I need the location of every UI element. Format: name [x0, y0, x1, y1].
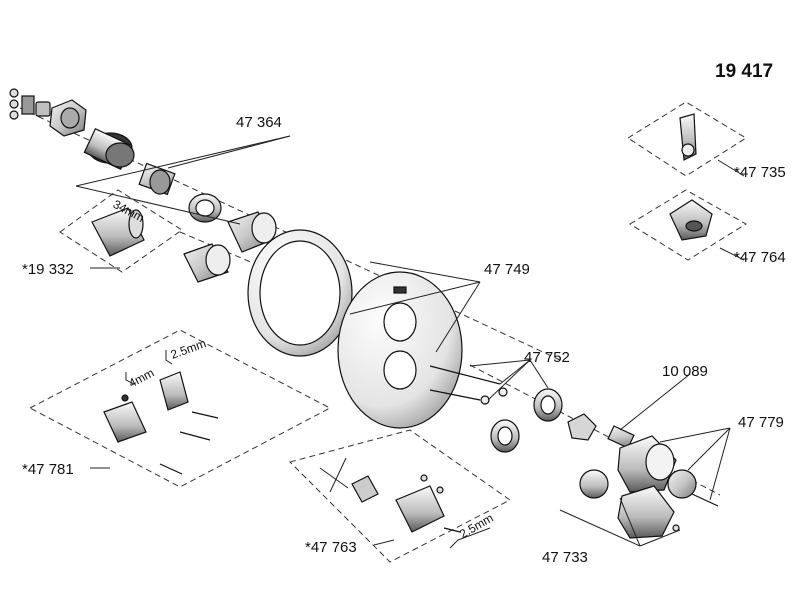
- tool-box-47735: [627, 101, 747, 177]
- sleeve-lower: [183, 243, 231, 283]
- label-47781: *47 781: [22, 461, 74, 478]
- trim-ring-47749: [247, 229, 353, 357]
- cartridge-coupling: [49, 99, 87, 137]
- threaded-cartridge-body: [83, 127, 135, 171]
- thermostatic-element: [138, 162, 176, 196]
- label-47779: 47 779: [738, 414, 784, 431]
- label-47735: *47 735: [734, 164, 786, 181]
- tool-box-47763: [289, 429, 511, 563]
- diagram-title: 19 417: [715, 61, 774, 82]
- label-47752: 47 752: [524, 349, 570, 366]
- handle-cap-disc: [667, 469, 719, 507]
- label-47364: 47 364: [236, 114, 282, 131]
- tool-box-47764: [629, 189, 747, 261]
- label-10089: 10 089: [662, 363, 708, 380]
- label-47733: 47 733: [542, 549, 588, 566]
- label-47749: 47 749: [484, 261, 530, 278]
- handle-lower-47733: [617, 485, 680, 539]
- adapter-ring-lower: [490, 419, 520, 453]
- adapter-ring-upper: [533, 388, 563, 422]
- long-screws: [429, 365, 508, 405]
- sleeve-upper: [227, 211, 277, 253]
- splined-adapter: [567, 413, 597, 441]
- leader-lines: [75, 135, 745, 547]
- tool-box-19332: [59, 189, 183, 273]
- ring-nut-47364: [188, 193, 222, 223]
- label-47763: *47 763: [305, 539, 357, 556]
- label-47764: *47 764: [734, 249, 786, 266]
- handle-adapter-lower: [579, 469, 609, 499]
- handle-upper-47779: [617, 435, 677, 493]
- tool-box-47781: [28, 329, 332, 488]
- escutcheon-plate: [337, 271, 463, 429]
- small-fittings-group: [9, 88, 51, 120]
- spindle-extension-10089: [607, 425, 635, 449]
- label-19332: *19 332: [22, 261, 74, 278]
